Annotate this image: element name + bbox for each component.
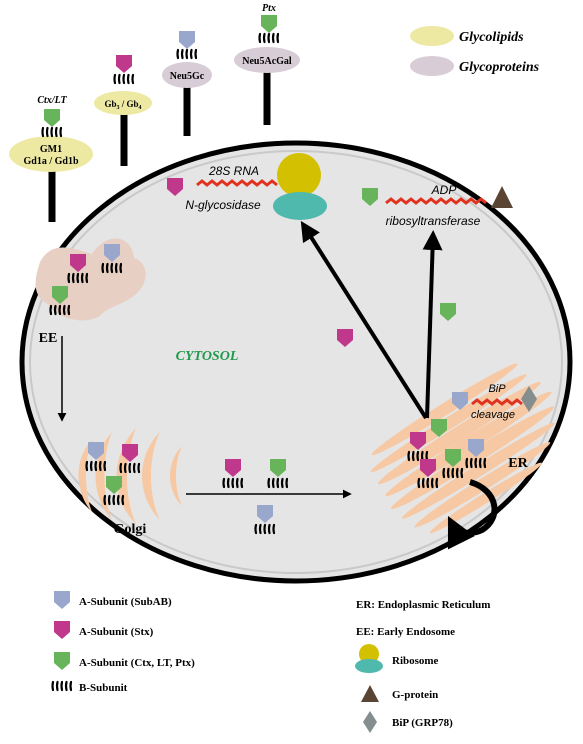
- neu5gc-label: Neu5Gc: [170, 71, 205, 82]
- subab-b-subunit-icon-receptor: [176, 48, 198, 60]
- neu5acgal-receptor: [234, 47, 300, 73]
- ctx-a-subunit-icon: [44, 109, 60, 127]
- stx-a-subunit-icon-receptor: [116, 55, 132, 73]
- glycosidase-label: N-glycosidase: [185, 198, 261, 212]
- legend-gprotein-label: G-protein: [392, 689, 438, 701]
- legend-er-label: ER: Endoplasmic Reticulum: [356, 599, 490, 611]
- cell-inner-membrane: [29, 150, 563, 574]
- er-label: ER: [508, 456, 528, 471]
- ptx-b-subunit-icon: [258, 32, 280, 44]
- adp-label: ADP: [431, 183, 457, 197]
- ribosyltransferase-label: ribosyltransferase: [386, 214, 481, 228]
- ribosome-small-subunit-icon: [273, 192, 327, 220]
- legend-ctx-label: A-Subunit (Ctx, LT, Ptx): [79, 657, 195, 669]
- legend-stx-label: A-Subunit (Stx): [79, 626, 154, 638]
- er-to-ribosome-arrow: [300, 220, 428, 420]
- gprotein-target-icon: [491, 186, 513, 208]
- legend-ribosome-large-icon: [359, 644, 379, 664]
- legend-stx-icon: [54, 621, 70, 639]
- rna-zigzag: [196, 179, 278, 187]
- glycoproteins-label: Glycoproteins: [459, 60, 540, 75]
- glycolipid-swatch: [410, 26, 454, 46]
- legend-gprotein-icon: [361, 685, 379, 702]
- legend-bip-icon: [363, 711, 377, 733]
- bip-cleavage-zigzag: [471, 398, 523, 406]
- legend-subab-label: A-Subunit (SubAB): [79, 596, 172, 608]
- legend-ribosome-label: Ribosome: [392, 655, 439, 667]
- glycolipids-label: Glycolipids: [459, 30, 524, 45]
- legend-ribosome-small-icon: [355, 659, 383, 673]
- gb3-gb4-receptor: [94, 91, 152, 115]
- rna-label: 28S RNA: [208, 164, 259, 178]
- cytosol-label: CYTOSOL: [176, 349, 239, 364]
- er-to-gprotein-arrow: [422, 230, 443, 419]
- adp-zigzag: [385, 197, 487, 205]
- stx-b-subunit-icon-receptor: [113, 73, 135, 85]
- gm1-receptor: [9, 136, 93, 172]
- legend-bsub-label: B-Subunit: [79, 682, 128, 694]
- ribosome-large-subunit-icon: [277, 153, 321, 197]
- cleavage-label: cleavage: [471, 409, 515, 421]
- glycoprotein-swatch: [410, 56, 454, 76]
- legend-ee-label: EE: Early Endosome: [356, 626, 455, 638]
- legend-bip-label: BiP (GRP78): [392, 717, 453, 729]
- legend-ctx-icon: [54, 652, 70, 670]
- ptx-label: Ptx: [262, 3, 276, 14]
- bip-icon: [521, 386, 537, 412]
- neu5acgal-label: Neu5AcGal: [242, 56, 292, 67]
- golgi-label: Golgi: [114, 522, 147, 537]
- ctx-b-subunit-icon: [41, 126, 63, 138]
- legend-b-subunit-icon: [51, 680, 73, 692]
- ptx-a-subunit-icon: [261, 15, 277, 33]
- gm1-line2: Gd1a / Gd1b: [23, 156, 78, 167]
- ctx-lt-label: Ctx/LT: [37, 95, 67, 106]
- gb3-gb4-label: Gb3 / Gb4: [104, 99, 141, 111]
- subab-a-subunit-icon-receptor: [179, 31, 195, 49]
- bip-label: BiP: [488, 383, 506, 395]
- legend-subab-icon: [54, 591, 70, 609]
- ee-label: EE: [39, 331, 58, 346]
- neu5gc-receptor: [162, 62, 212, 88]
- gm1-line1: GM1: [40, 144, 62, 155]
- retrotranslocation-arrow: [447, 479, 498, 550]
